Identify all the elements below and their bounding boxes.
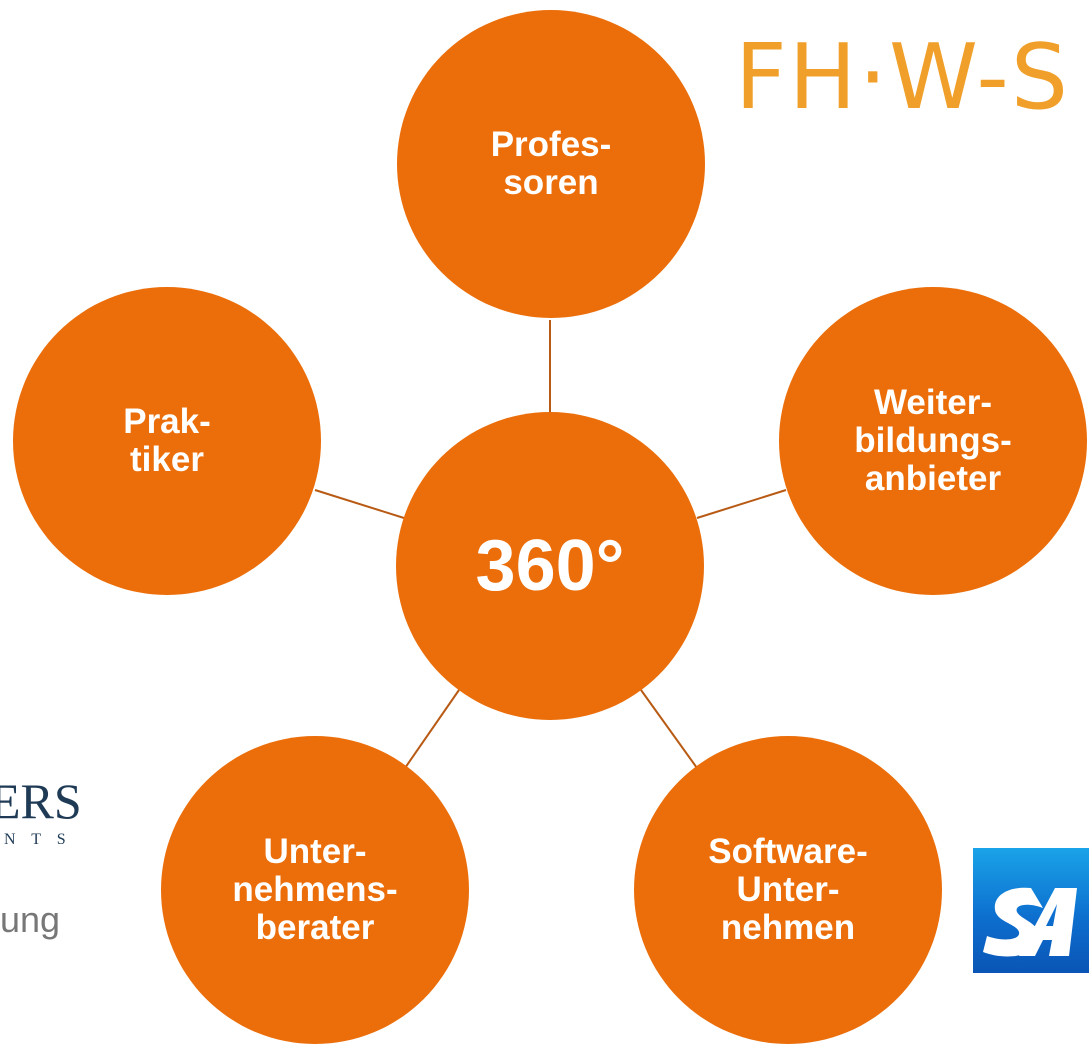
- connector-unternehmensberater: [404, 689, 460, 769]
- connector-praktiker: [314, 489, 405, 519]
- ung-logo-fragment: ung: [0, 900, 60, 940]
- sap-logo-mark: [983, 887, 1077, 957]
- node-professoren: Profes- soren: [397, 10, 705, 318]
- connector-weiterbildungsanbieter: [696, 489, 787, 519]
- ung-logo-text: ung: [0, 899, 61, 940]
- node-label-unternehmensberater: Unter- nehmens- berater: [232, 832, 398, 947]
- node-label-praktiker: Prak- tiker: [123, 402, 211, 479]
- consultants-logo-subtext: N T S: [4, 831, 72, 848]
- connector-software-unternehmen: [640, 689, 698, 769]
- node-label-professoren: Profes- soren: [490, 125, 612, 202]
- fhws-logo-text: FH·W-S: [735, 38, 1070, 118]
- node-unternehmensberater: Unter- nehmens- berater: [161, 736, 469, 1044]
- center-label: 360°: [475, 526, 625, 606]
- consultants-logo-text: ERS: [0, 775, 82, 829]
- node-software-unternehmen: Software- Unter- nehmen: [634, 736, 942, 1044]
- node-label-software-unternehmen: Software- Unter- nehmen: [708, 832, 868, 947]
- node-label-weiterbildungsanbieter: Weiter- bildungs- anbieter: [854, 383, 1012, 498]
- node-weiterbildungsanbieter: Weiter- bildungs- anbieter: [779, 287, 1087, 595]
- consultants-logo: ERS N T S: [0, 775, 100, 875]
- fhws-logo: FH·W-S: [735, 38, 1089, 118]
- node-center-360: 360°: [396, 412, 704, 720]
- sap-logo: [973, 848, 1089, 973]
- node-praktiker: Prak- tiker: [13, 287, 321, 595]
